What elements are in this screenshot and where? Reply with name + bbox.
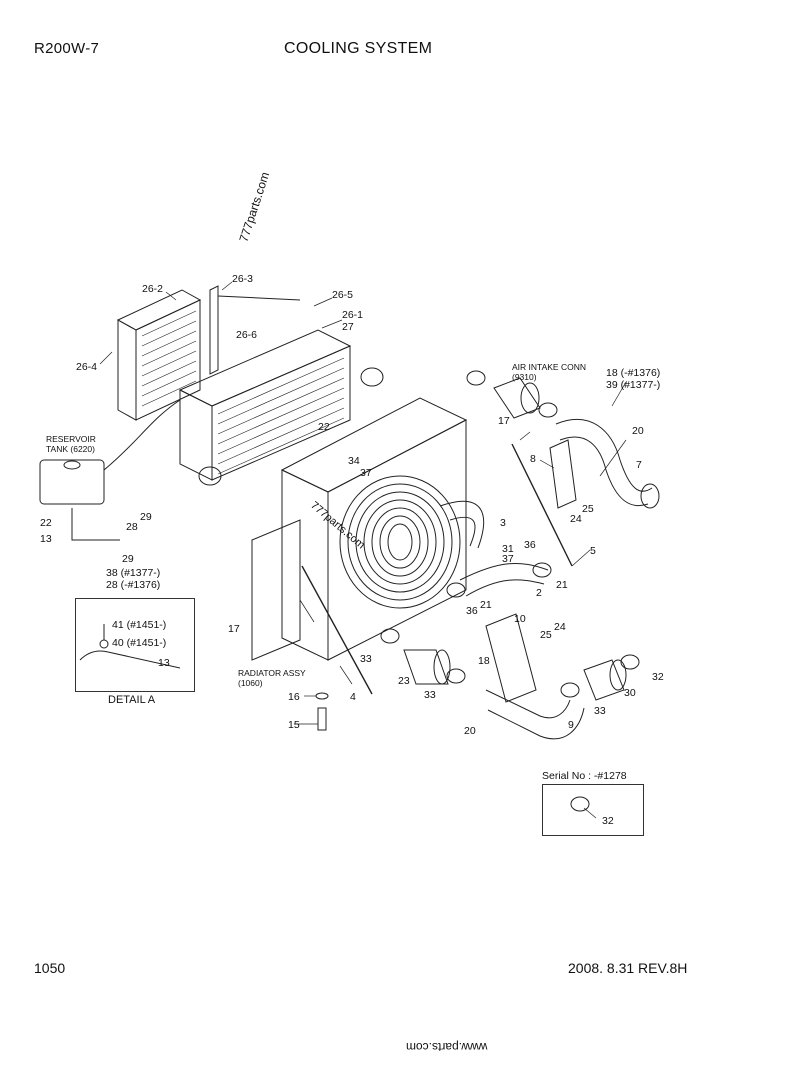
callout-17-right: 17: [498, 415, 510, 427]
callout-9: 9: [568, 719, 574, 731]
callout-33-mid: 33: [424, 689, 436, 701]
callout-4: 4: [350, 691, 356, 703]
callout-26-2: 26-2: [142, 283, 163, 295]
callout-26-1: 26-1: [342, 309, 363, 321]
callout-28-upper: 28: [126, 521, 138, 533]
callout-23: 23: [398, 675, 410, 687]
callout-10: 10: [514, 613, 526, 625]
callout-28-lower: 28 (-#1376): [106, 579, 160, 591]
callout-34: 34: [348, 455, 360, 467]
callout-13: 13: [40, 533, 52, 545]
bracket-26-3: [209, 285, 301, 375]
callout-15: 15: [288, 719, 300, 731]
callout-29-upper: 29: [140, 511, 152, 523]
callout-38: 38 (#1377-): [106, 567, 160, 579]
callout-21-left: 21: [480, 599, 492, 611]
detail-callout-41: 41 (#1451-): [112, 619, 166, 631]
serial-number-label: Serial No : -#1278: [542, 770, 627, 782]
lower-hose-2: [459, 562, 549, 597]
detail-a-sketch: [79, 624, 181, 669]
revision-date: 2008. 8.31 REV.8H: [568, 960, 688, 976]
reservoir-tank: [39, 399, 181, 541]
upper-hose-3: [439, 500, 485, 549]
callout-26-6: 26-6: [236, 329, 257, 341]
callout-20-top: 20: [632, 425, 644, 437]
hose-23: [403, 649, 451, 685]
intake-pipe-7: [555, 418, 660, 509]
detail-callout-13: 13: [158, 657, 170, 669]
stay-rod-4: [301, 565, 373, 695]
callout-18-lower: 18: [478, 655, 490, 667]
radiator-label-line2: (1060): [238, 678, 263, 688]
callout-24-top: 24: [570, 513, 582, 525]
callout-25-top: 25: [582, 503, 594, 515]
callout-17-left: 17: [228, 623, 240, 635]
callout-39-post1377: 39 (#1377-): [606, 379, 660, 391]
callout-3: 3: [500, 517, 506, 529]
callout-37-top: 37: [360, 467, 372, 479]
detail-a-frame: [75, 598, 195, 692]
callout-37-mid: 37: [502, 553, 514, 565]
bracket-8: [549, 439, 577, 509]
callout-22-top: 22: [318, 421, 330, 433]
callout-36-right: 36: [524, 539, 536, 551]
callout-2: 2: [536, 587, 542, 599]
intake-pipe-9: [485, 689, 585, 740]
page-number: 1050: [34, 960, 66, 976]
callout-20-lower: 20: [464, 725, 476, 737]
callout-25-lower: 25: [540, 629, 552, 641]
callout-32-serial: 32: [602, 815, 614, 827]
callout-31: 31: [502, 543, 514, 555]
clamps: [380, 370, 640, 812]
radiator-housing: [251, 397, 468, 661]
fan-guard: [339, 475, 461, 609]
callout-36-left: 36: [466, 605, 478, 617]
callout-33-left: 33: [360, 653, 372, 665]
callout-22-left: 22: [40, 517, 52, 529]
callout-16: 16: [288, 691, 300, 703]
air-intake-hose: [493, 377, 541, 419]
intercooler-core: [178, 329, 384, 486]
air-intake-label-line2: (9310): [512, 372, 537, 382]
oil-cooler-grille: [116, 289, 202, 421]
radiator-label-line1: RADIATOR ASSY: [238, 668, 306, 678]
model-code: R200W-7: [34, 40, 100, 57]
hose-30: [583, 659, 627, 701]
callout-18-pre1376: 18 (-#1376): [606, 367, 660, 379]
callout-5: 5: [590, 545, 596, 557]
page-title: COOLING SYSTEM: [284, 40, 433, 57]
callout-29-lower: 29: [122, 553, 134, 565]
detail-a-label: DETAIL A: [108, 694, 156, 706]
callout-33-right: 33: [594, 705, 606, 717]
detail-callout-40: 40 (#1451-): [112, 637, 166, 649]
air-intake-label-line1: AIR INTAKE CONN: [512, 362, 586, 372]
callout-24-lower: 24: [554, 621, 566, 633]
callout-21-right: 21: [556, 579, 568, 591]
reservoir-label-line2: TANK (6220): [46, 444, 95, 454]
callout-27: 27: [342, 321, 354, 333]
callout-26-4: 26-4: [76, 361, 97, 373]
callout-8: 8: [530, 453, 536, 465]
reservoir-label-line1: RESERVOIR: [46, 434, 96, 444]
watermark-text-bottom: www.parts.com: [406, 1040, 488, 1054]
callout-26-3: 26-3: [232, 273, 253, 285]
serial-number-frame: [542, 784, 644, 836]
callout-7: 7: [636, 459, 642, 471]
bracket-10: [485, 613, 537, 703]
callout-26-5: 26-5: [332, 289, 353, 301]
callout-30: 30: [624, 687, 636, 699]
callout-32: 32: [652, 671, 664, 683]
stay-rod-5: [511, 443, 573, 567]
